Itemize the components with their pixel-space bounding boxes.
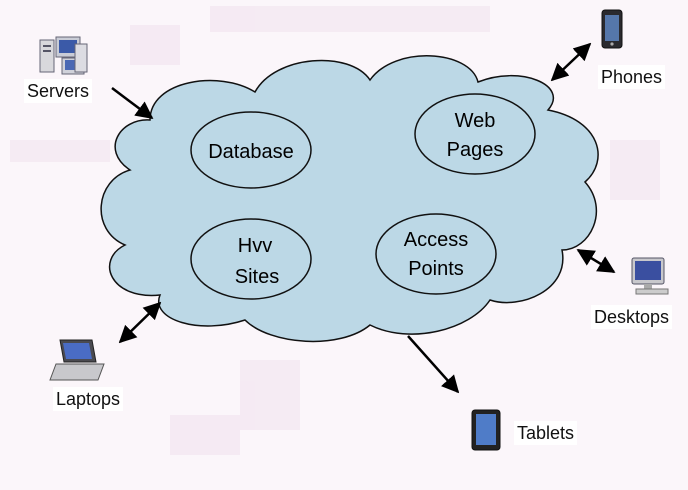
laptops-arrow — [118, 301, 162, 344]
tablets-label: Tablets — [514, 421, 578, 445]
access-points-label-1: Access — [404, 229, 468, 251]
hvv-sites-bubble — [190, 218, 312, 300]
hvv-sites-label-2: Sites — [235, 266, 279, 288]
database-bubble — [190, 111, 312, 189]
phones-label: Phones — [598, 65, 666, 89]
hvv-sites-label-1: Hvv — [238, 235, 272, 257]
web-pages-label-1: Web — [455, 110, 496, 132]
servers-arrow — [111, 87, 154, 120]
laptops-label: Laptops — [53, 387, 124, 411]
servers-label: Servers — [24, 79, 93, 103]
desktops-label: Desktops — [591, 305, 673, 329]
desktops-arrow — [576, 248, 616, 274]
web-pages-label-2: Pages — [447, 139, 504, 161]
access-points-bubble — [375, 213, 497, 295]
access-points-label-2: Points — [408, 258, 464, 280]
phones-arrow — [550, 42, 592, 82]
web-pages-bubble — [414, 93, 536, 175]
desktop-icon — [631, 257, 669, 295]
database-label: Database — [208, 141, 294, 163]
servers-icon — [39, 36, 88, 75]
cloud-shape — [100, 55, 599, 343]
tablets-arrow — [407, 335, 460, 394]
tablet-icon — [471, 409, 501, 451]
background-watermark — [10, 6, 660, 455]
phone-icon — [601, 9, 623, 49]
laptop-icon — [49, 339, 105, 381]
